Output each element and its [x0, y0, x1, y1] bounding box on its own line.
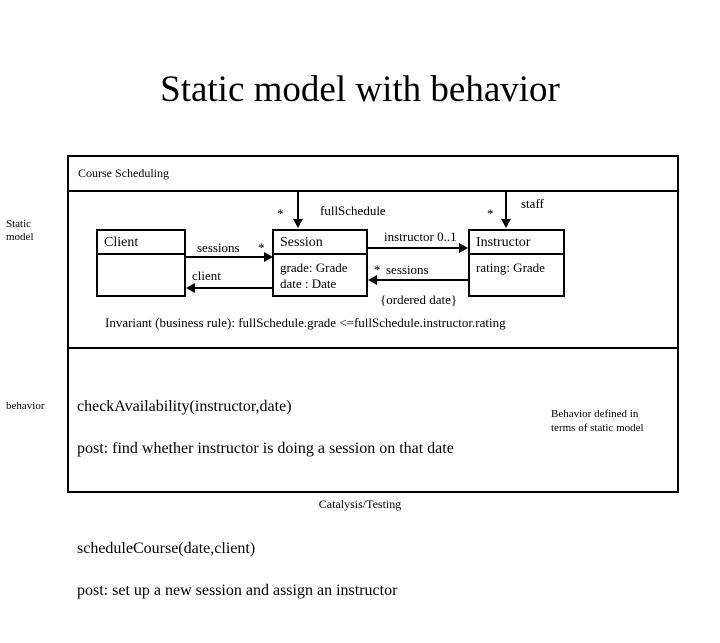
slide-footer: Catalysis/Testing	[318, 497, 402, 511]
behavior-operation-schedule-course: scheduleCourse(date,client) post: set up…	[77, 517, 597, 622]
staff-arrowhead	[501, 219, 511, 228]
sessions-arrowhead	[264, 252, 273, 262]
slide-canvas: Static model with behavior Static model …	[6, 69, 679, 599]
operation-postcondition-check-availability: post: find whether instructor is doing a…	[77, 440, 454, 457]
page-title: Static model with behavior	[160, 69, 560, 110]
sessions-back-role-label: sessions	[386, 262, 429, 277]
sessions-role-label: sessions	[197, 240, 240, 255]
package-header-rule	[67, 190, 679, 192]
class-name-instructor: Instructor	[470, 231, 563, 255]
client-association-line	[194, 287, 272, 289]
fullschedule-multiplicity-label: *	[277, 206, 284, 221]
instructor-role-label: instructor 0..1	[384, 229, 457, 244]
class-box-instructor[interactable]: Instructor rating: Grade	[468, 229, 565, 297]
ordered-date-constraint-label: {ordered date}	[380, 292, 458, 307]
fullschedule-arrowhead	[293, 219, 303, 228]
package-frame	[67, 155, 679, 493]
invariant-text: Invariant (business rule): fullSchedule.…	[105, 315, 506, 330]
behavior-operation-check-availability: checkAvailability(instructor,date) post:…	[77, 375, 597, 480]
sessions-back-association-line	[376, 279, 468, 281]
instructor-role-text: instructor	[384, 229, 434, 244]
client-arrowhead	[186, 283, 195, 293]
instructor-multiplicity-label: 0..1	[437, 229, 457, 244]
sessions-multiplicity-label: *	[258, 240, 265, 255]
behavior-note: Behavior defined in terms of static mode…	[551, 408, 644, 434]
package-name-label: Course Scheduling	[78, 166, 169, 180]
operation-postcondition-schedule-course: post: set up a new session and assign an…	[77, 582, 398, 599]
margin-label-static-model: Static model	[6, 218, 34, 243]
fullschedule-role-label: fullSchedule	[320, 203, 386, 218]
class-box-session[interactable]: Session grade: Grade date : Date	[272, 229, 368, 297]
sessions-back-arrowhead	[368, 275, 377, 285]
staff-multiplicity-label: *	[487, 206, 494, 221]
class-name-session: Session	[274, 231, 366, 255]
fullschedule-association-line	[297, 190, 299, 220]
operation-signature-check-availability: checkAvailability(instructor,date)	[77, 398, 292, 415]
margin-label-behavior: behavior	[6, 400, 45, 412]
instructor-association-line	[368, 247, 460, 249]
instructor-arrowhead	[459, 243, 468, 253]
sessions-back-multiplicity-label: *	[374, 262, 381, 277]
class-box-client[interactable]: Client	[96, 229, 186, 297]
section-divider	[67, 347, 679, 349]
sessions-association-line	[186, 256, 266, 258]
staff-association-line	[505, 190, 507, 220]
class-name-client: Client	[98, 231, 184, 255]
class-attributes-session: grade: Grade date : Date	[280, 260, 348, 291]
client-role-label: client	[192, 268, 221, 283]
class-attributes-client	[98, 255, 184, 260]
class-attributes-instructor: rating: Grade	[476, 260, 545, 275]
staff-role-label: staff	[521, 196, 544, 211]
operation-signature-schedule-course: scheduleCourse(date,client)	[77, 540, 256, 557]
